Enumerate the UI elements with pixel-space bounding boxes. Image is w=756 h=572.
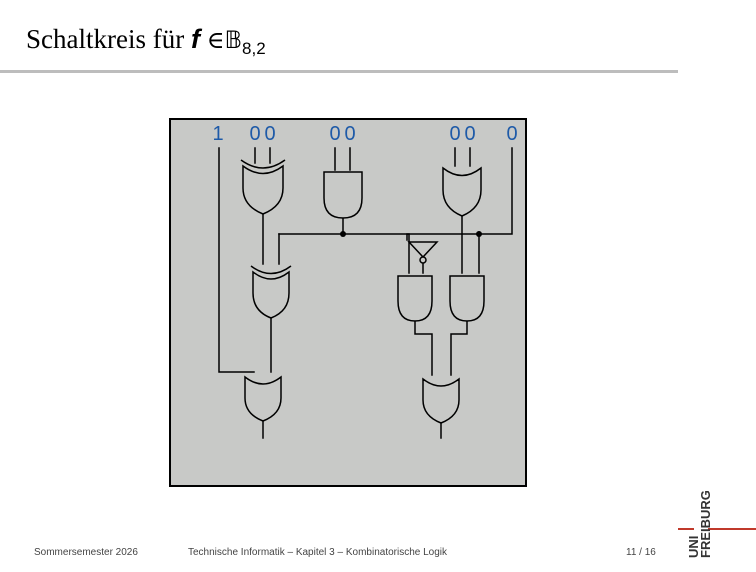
input-label-6: 0 — [449, 123, 460, 145]
logo-freiburg: FREIBURG — [698, 490, 713, 558]
logo-accent-line-left — [678, 528, 694, 530]
footer-page-number: 11 / 16 — [626, 547, 656, 558]
input-label-1: 1 — [212, 123, 223, 145]
logo-uni: UNI — [686, 536, 701, 558]
input-label-3: 0 — [264, 123, 275, 145]
title-math-boolean-set: 𝔹 — [224, 26, 243, 54]
circuit-diagram: 1 0 0 0 0 0 0 0 — [169, 118, 527, 492]
title-math-element-of: ∈ — [206, 26, 225, 54]
wire-in1 — [218, 147, 255, 373]
wire-and3-out — [450, 320, 468, 376]
not-gate — [407, 241, 439, 259]
title-text: Schaltkreis für — [26, 24, 185, 54]
input-label-5: 0 — [344, 123, 355, 145]
title-math-subscript: 8,2 — [242, 39, 266, 58]
input-label-2: 0 — [249, 123, 260, 145]
footer-semester: Sommersemester 2026 — [34, 547, 138, 558]
and-gate-1 — [323, 171, 363, 219]
xor-gate-2 — [252, 270, 290, 319]
input-label-4: 0 — [329, 123, 340, 145]
input-label-8: 0 — [506, 123, 517, 145]
or-gate-3 — [422, 377, 460, 424]
and-gate-2 — [397, 275, 433, 322]
and-gate-3 — [449, 275, 485, 322]
or-gate-1 — [442, 166, 482, 217]
junction-and1 — [340, 231, 346, 237]
university-logo: UNI FREIBURG — [678, 478, 756, 567]
logo-accent-line-right — [708, 528, 756, 530]
not-gate-bubble — [419, 256, 427, 264]
wire-and2-out — [414, 320, 433, 376]
wire-in8 — [406, 147, 513, 241]
circuit-svg: 1 0 0 0 0 0 0 0 — [169, 118, 527, 487]
footer-course: Technische Informatik – Kapitel 3 – Komb… — [188, 547, 448, 558]
slide-title: Schaltkreis für f ∈𝔹8,2 — [26, 22, 266, 60]
title-divider — [0, 70, 678, 73]
or-gate-2 — [244, 375, 282, 422]
wire-and1-fanout — [278, 233, 410, 274]
input-label-7: 0 — [464, 123, 475, 145]
junction-in8 — [476, 231, 482, 237]
xor-gate-1-curve — [240, 159, 286, 169]
title-math-f: f — [190, 24, 200, 54]
xor-gate-1 — [242, 164, 284, 215]
xor-gate-2-curve — [250, 265, 292, 275]
